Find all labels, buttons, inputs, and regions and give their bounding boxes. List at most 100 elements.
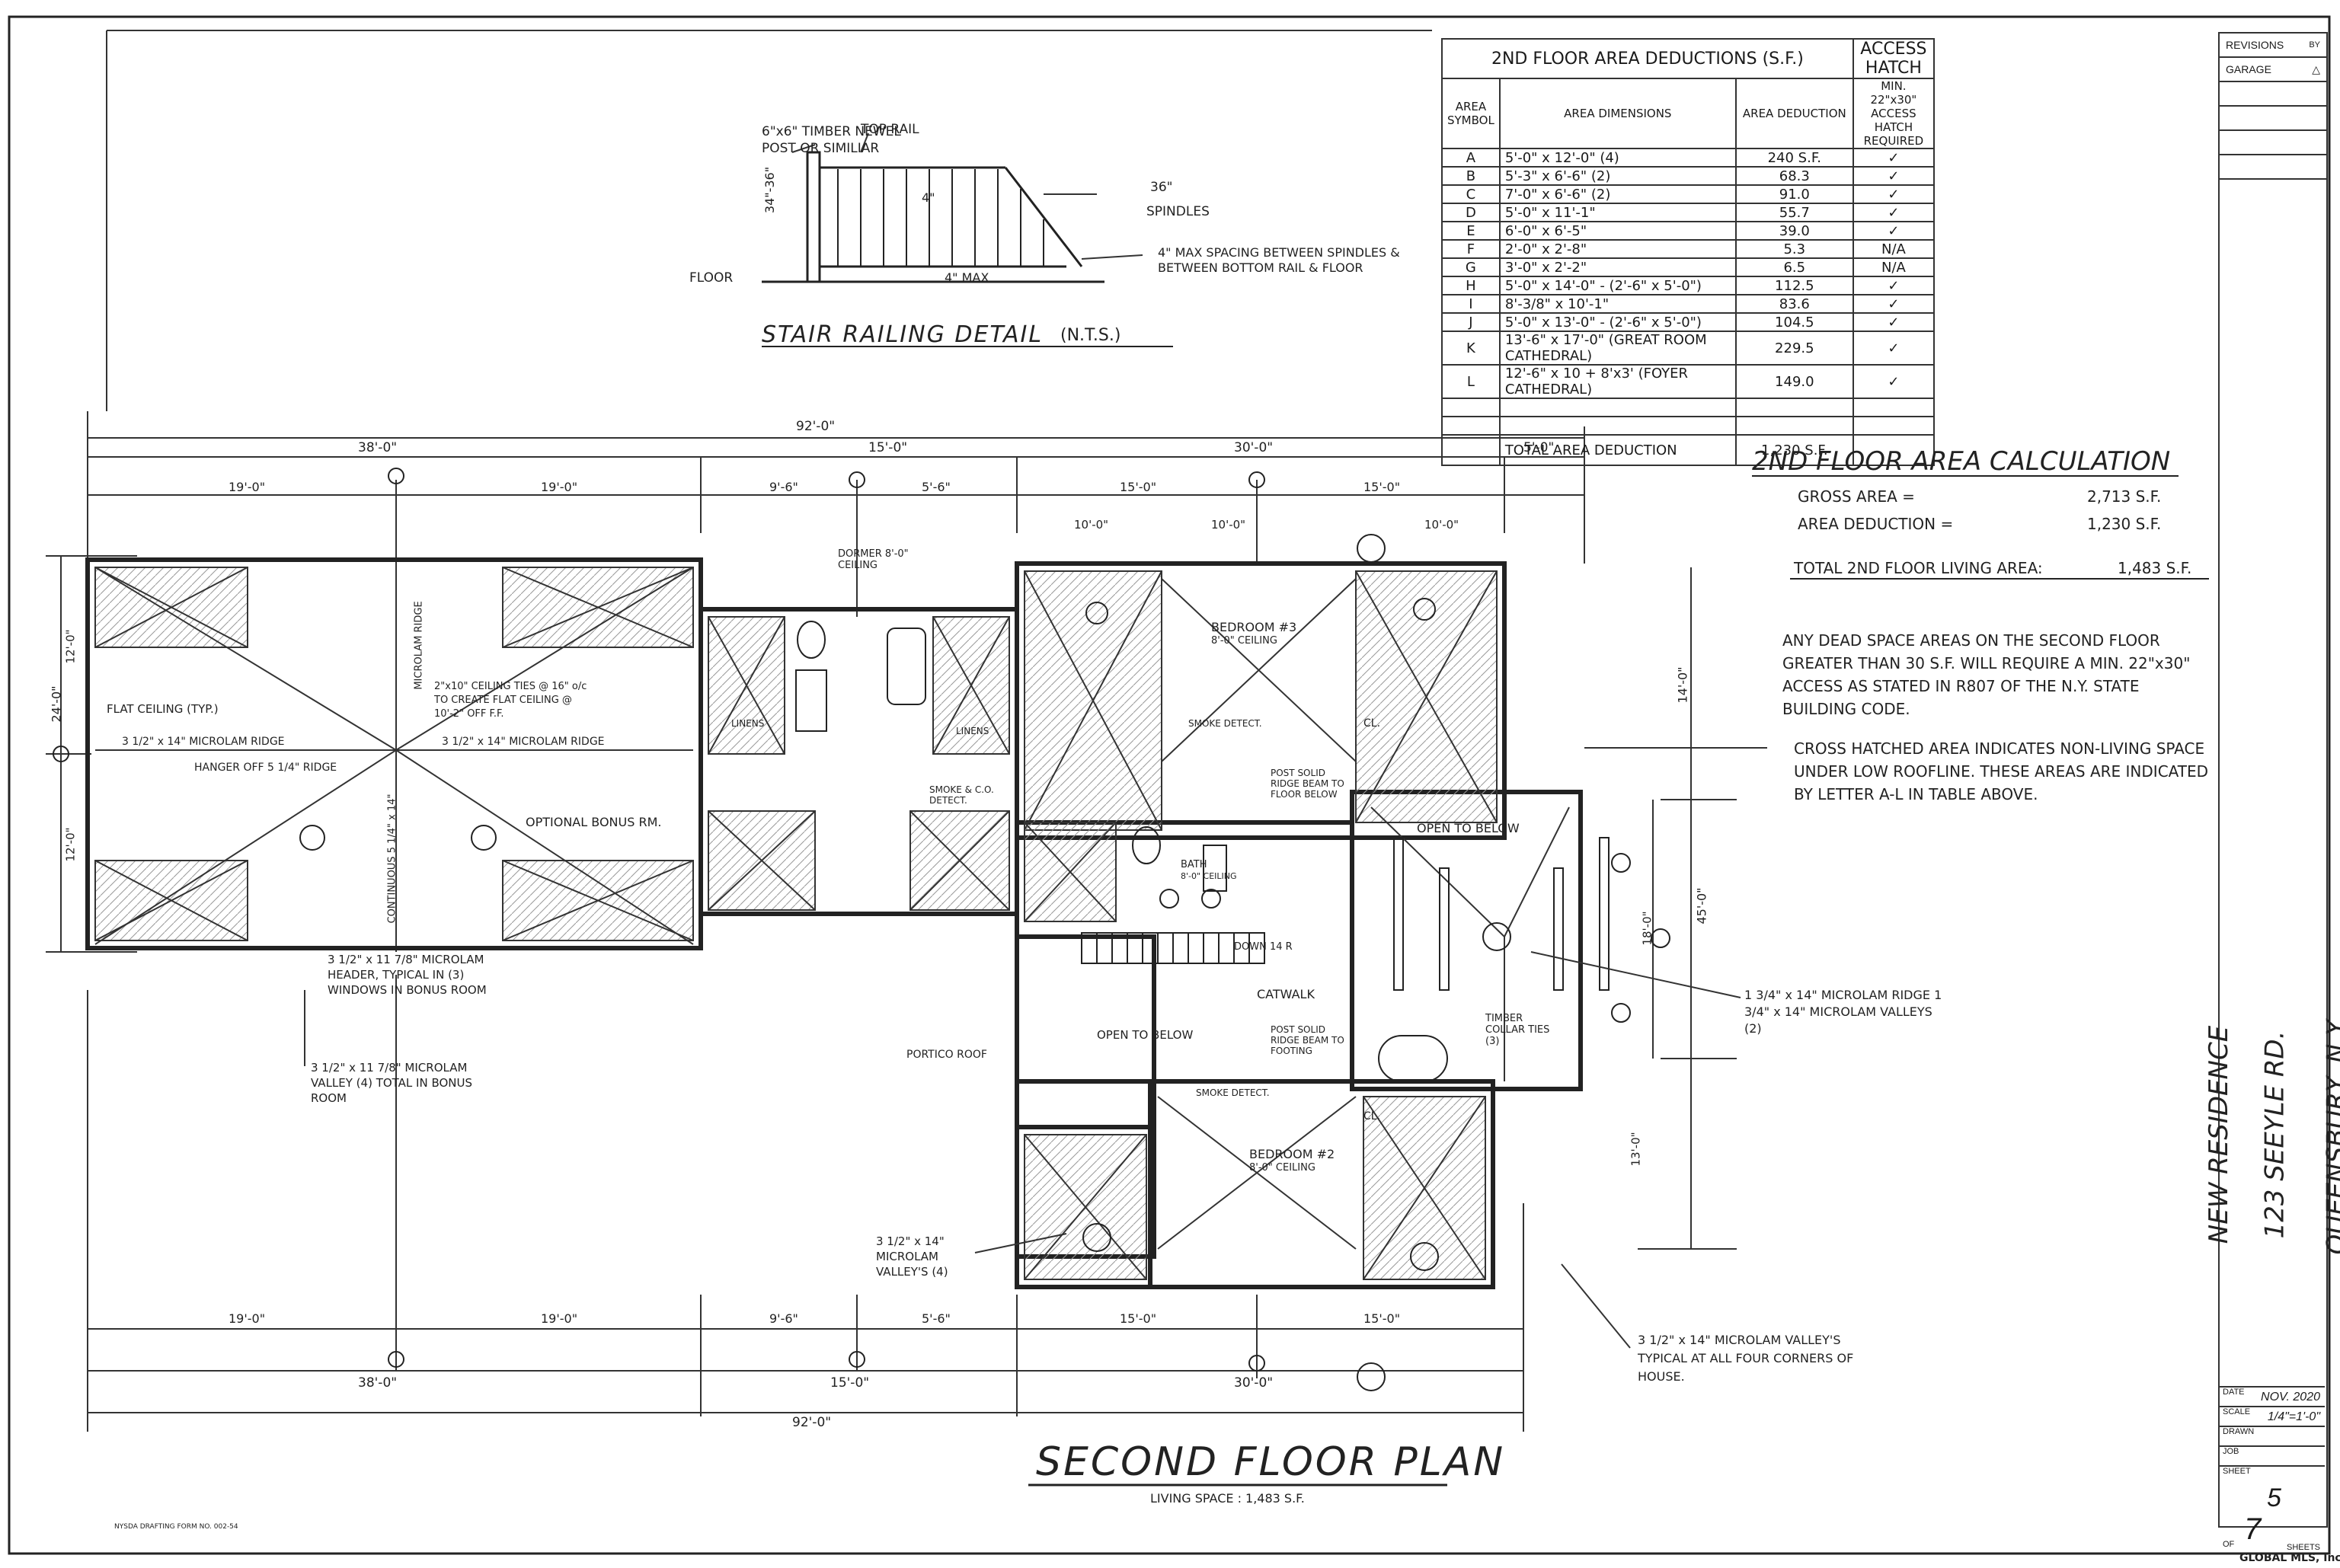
dim-bot-15b: 15'-0": [1363, 1311, 1401, 1326]
closet-label: CL.: [1363, 717, 1381, 730]
dim-left-12a: 12'-0": [63, 629, 78, 664]
bonus-valley-note: 3 1/2" x 11 7/8" MICROLAM VALLEY (4) TOT…: [311, 1061, 473, 1105]
ceiling-ties-note: 2"x10" CEILING TIES @ 16" o/c TO CREATE …: [434, 681, 587, 720]
tb-drawn: DRAWN: [2218, 1426, 2325, 1445]
bedroom2-label: BEDROOM #2: [1249, 1147, 1335, 1161]
bedroom2-ceiling: 8'-0" CEILING: [1249, 1162, 1315, 1174]
project-line1: NEW RESIDENCE: [2204, 1025, 2235, 1244]
total-label: TOTAL AREA DEDUCTION: [1498, 434, 1737, 466]
four-inch-label: 4": [922, 190, 935, 205]
tb-job: JOB: [2218, 1445, 2325, 1465]
spacing-note: 4" MAX SPACING BETWEEN SPINDLES & BETWEE…: [1158, 245, 1400, 275]
dim-bot-15a: 15'-0": [1120, 1311, 1157, 1326]
hanger-label: HANGER OFF 5 1/4" RIDGE: [194, 762, 337, 774]
closet-label-2: CL.: [1363, 1110, 1381, 1123]
dim-dormer-10a: 10'-0": [1074, 518, 1109, 532]
stair-down-label: DOWN 14 R: [1234, 941, 1293, 953]
dim-seg-15a: 15'-0": [1120, 480, 1157, 494]
area-deduction-value: 1,230 S.F.: [2087, 515, 2162, 533]
tb-sheet: SHEET 5 OF 7 SHEETS: [2218, 1465, 2325, 1558]
linens-label: LINENS: [731, 718, 765, 729]
open-below-foyer: OPEN TO BELOW: [1097, 1028, 1194, 1042]
portico-roof-label: PORTICO ROOF: [906, 1049, 987, 1061]
smoke-co-label: SMOKE & C.O. DETECT.: [929, 784, 994, 806]
living-space-label: LIVING SPACE : 1,483 S.F.: [1150, 1491, 1305, 1506]
top-rail-label: TOP RAIL: [861, 122, 919, 137]
smoke-detector-label-2: SMOKE DETECT.: [1196, 1087, 1270, 1098]
dim-bot-19a: 19'-0": [229, 1311, 266, 1326]
front-valley-note: 3 1/2" x 14" MICROLAM VALLEY'S (4): [876, 1234, 948, 1279]
corner-valley-note: 3 1/2" x 14" MICROLAM VALLEY'S TYPICAL A…: [1638, 1333, 1854, 1384]
plan-title: SECOND FLOOR PLAN: [1036, 1439, 1506, 1485]
bath-ceiling: 8'-0" CEILING: [1181, 871, 1237, 881]
dim-left-24: 24'-0": [49, 685, 64, 723]
form-number: NYSDA DRAFTING FORM NO. 002-54: [114, 1523, 238, 1531]
gross-area-value: 2,713 S.F.: [2087, 487, 2162, 506]
dim-right-14: 14'-0": [1675, 666, 1690, 704]
smoke-detector-label: SMOKE DETECT.: [1188, 718, 1262, 729]
microlam-ridge-left: 3 1/2" x 14" MICROLAM RIDGE: [122, 736, 285, 748]
dim-bot-left: 38'-0": [358, 1375, 398, 1391]
dim-right-18: 18'-0": [1640, 911, 1654, 946]
microlam-ridge-vertical: MICROLAM RIDGE: [413, 601, 425, 690]
table-row: [1441, 416, 1936, 436]
dim-seg-19a: 19'-0": [229, 480, 266, 494]
post-ridge-note: POST SOLID RIDGE BEAM TO FLOOR BELOW: [1271, 768, 1344, 800]
dormer-ceiling-label: DORMER 8'-0" CEILING: [838, 548, 909, 571]
ridge-valley-note: 1 3/4" x 14" MICROLAM RIDGE 1 3/4" x 14"…: [1744, 988, 1942, 1036]
project-line3: QUEENSBURY, N.Y.: [2321, 1014, 2340, 1255]
dim-bot-mid: 15'-0": [830, 1375, 870, 1391]
table-total-row: TOTAL AREA DEDUCTION 1,230 S.F.: [1441, 434, 1936, 466]
calc-title: 2ND FLOOR AREA CALCULATION: [1752, 446, 2171, 477]
area-deduction-label: AREA DEDUCTION =: [1798, 515, 1954, 533]
optional-bonus-label: OPTIONAL BONUS RM.: [526, 815, 662, 829]
open-below-great: OPEN TO BELOW: [1417, 821, 1520, 835]
railing-nts: (N.T.S.): [1060, 326, 1121, 345]
spindles-label: SPINDLES: [1146, 204, 1210, 219]
timber-collar-note: TIMBER COLLAR TIES (3): [1485, 1013, 1550, 1047]
hatch-title: ACCESS HATCH: [1852, 38, 1936, 79]
beam-markers: [53, 468, 1670, 1391]
dim-seg-96: 9'-6": [769, 480, 798, 494]
dim-dormer-10c: 10'-0": [1424, 518, 1459, 532]
dim-top-far: 5'-0": [1523, 440, 1555, 455]
bedroom3-ceiling: 8'-0" CEILING: [1211, 635, 1277, 647]
project-line2: 123 SEEYLE RD.: [2259, 1030, 2290, 1239]
bath-fixtures: [795, 621, 1448, 1082]
dim-dormer-10b: 10'-0": [1211, 518, 1246, 532]
catwalk-label: CATWALK: [1257, 987, 1315, 1001]
roof-lines: [94, 567, 1570, 1250]
height-36-label: 36": [1150, 180, 1173, 195]
post-ridge-footing-note: POST SOLID RIDGE BEAM TO FOOTING: [1271, 1024, 1344, 1056]
dim-seg-15b: 15'-0": [1363, 480, 1401, 494]
newel-note: 6"x6" TIMBER NEWEL POST OR SIMILIAR: [762, 124, 901, 156]
microlam-ridge-right: 3 1/2" x 14" MICROLAM RIDGE: [442, 736, 605, 748]
dim-bot-19b: 19'-0": [541, 1311, 578, 1326]
cross-hatch-note: CROSS HATCHED AREA INDICATES NON-LIVING …: [1794, 739, 2209, 803]
col-deduction: AREA DEDUCTION: [1734, 78, 1854, 149]
dim-top-overall: 92'-0": [796, 419, 836, 434]
dim-left-12b: 12'-0": [63, 827, 78, 862]
dim-right-13: 13'-0": [1629, 1132, 1643, 1167]
railing-title: STAIR RAILING DETAIL: [762, 321, 1044, 348]
floor-label: FLOOR: [689, 270, 734, 286]
top-dimension-lines: [46, 411, 1737, 1432]
project-info: NEW RESIDENCE 123 SEEYLE RD. QUEENSBURY,…: [2194, 990, 2340, 1295]
hatched-areas: [94, 567, 1498, 1280]
revisions-header: REVISIONS BY: [2220, 34, 2326, 58]
dim-seg-56: 5'-6": [922, 480, 951, 494]
dead-space-note: ANY DEAD SPACE AREAS ON THE SECOND FLOOR…: [1782, 631, 2191, 718]
total-living-value: 1,483 S.F.: [2118, 559, 2192, 577]
